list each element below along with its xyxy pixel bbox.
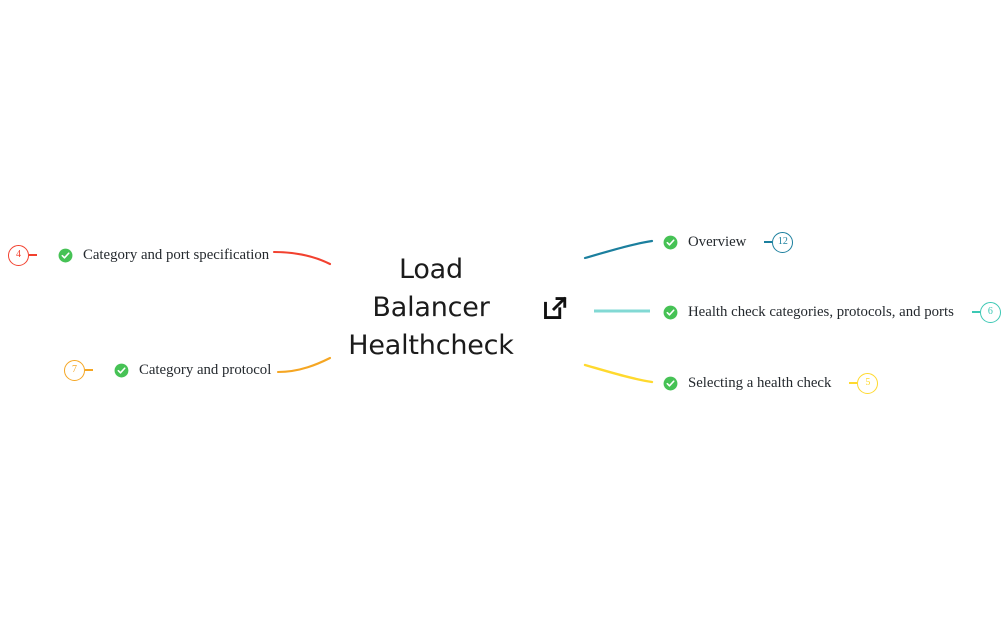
badge-dash — [29, 254, 37, 256]
branch-label: Category and port specification — [83, 247, 270, 263]
branch-label: Category and protocol — [139, 362, 272, 378]
badge-dash — [971, 311, 980, 313]
connector-right-1 — [583, 239, 654, 260]
badge-group: 12 — [764, 231, 794, 253]
check-circle-icon — [663, 376, 678, 390]
badge-group: 6 — [971, 301, 1001, 323]
check-circle-icon — [663, 305, 678, 319]
branch-label: Health check categories, protocols, and … — [688, 304, 954, 320]
badge-group: 7 — [64, 359, 93, 381]
status-badge[interactable]: 12 — [772, 231, 794, 253]
status-badge[interactable]: 5 — [857, 372, 879, 394]
external-link-icon[interactable] — [540, 293, 570, 323]
branch-right-overview[interactable]: Overview 12 — [663, 230, 794, 254]
center-node[interactable]: Load Balancer Healthcheck — [340, 254, 590, 361]
status-badge[interactable]: 7 — [64, 359, 85, 381]
badge-group: 5 — [849, 372, 879, 394]
badge-dash — [849, 382, 858, 384]
connector-right-3 — [583, 363, 654, 384]
branch-left-category-and-port-specification[interactable]: 4 Category and port specification — [8, 243, 269, 267]
status-badge[interactable]: 6 — [979, 301, 1001, 323]
badge-dash — [85, 369, 93, 371]
page-title: Load Balancer Healthcheck — [348, 254, 514, 361]
connector-left-1 — [272, 250, 332, 266]
badge-dash — [764, 241, 773, 243]
branch-right-selecting-a-health-check[interactable]: Selecting a health check 5 — [663, 371, 879, 395]
status-badge[interactable]: 4 — [8, 244, 29, 266]
branch-right-health-check-categories-protocols-and-ports[interactable]: Health check categories, protocols, and … — [663, 300, 1001, 324]
branch-label: Selecting a health check — [688, 375, 832, 391]
check-circle-icon — [114, 363, 129, 377]
check-circle-icon — [663, 235, 678, 249]
connector-left-2 — [276, 356, 332, 374]
branch-left-category-and-protocol[interactable]: 7 Category and protocol — [64, 358, 271, 382]
check-circle-icon — [58, 248, 73, 262]
badge-group: 4 — [8, 244, 37, 266]
branch-label: Overview — [688, 234, 747, 250]
